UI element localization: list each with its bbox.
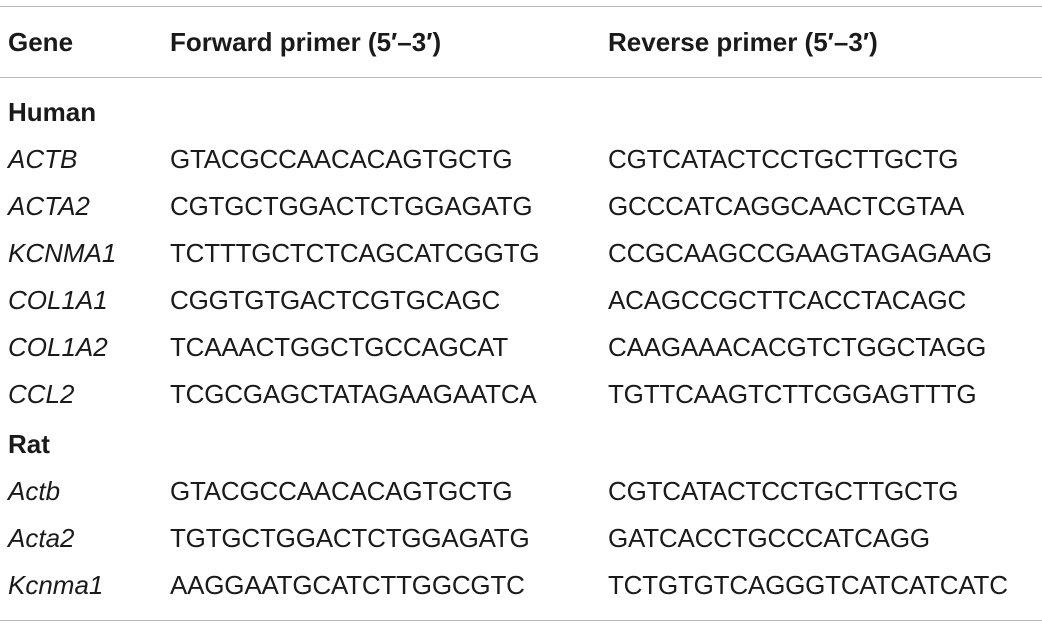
table-bottom-rule	[0, 620, 1042, 621]
table-row: COL1A2 TCAAACTGGCTGCCAGCAT CAAGAAACACGTC…	[0, 327, 1042, 367]
table-row: Kcnma1 AAGGAATGCATCTTGGCGTC TCTGTGTCAGGG…	[0, 565, 1042, 605]
forward-primer: GTACGCCAACACAGTGCTG	[170, 144, 513, 174]
gene-name: COL1A1	[8, 285, 108, 315]
table-row: ACTB GTACGCCAACACAGTGCTG CGTCATACTCCTGCT…	[0, 139, 1042, 179]
forward-primer: AAGGAATGCATCTTGGCGTC	[170, 570, 525, 600]
forward-primer: TCTTTGCTCTCAGCATCGGTG	[170, 238, 540, 268]
gene-name: KCNMA1	[8, 238, 117, 268]
forward-primer: GTACGCCAACACAGTGCTG	[170, 476, 513, 506]
table-header-rule	[0, 77, 1042, 78]
header-forward-primer: Forward primer (5′–3′)	[170, 27, 442, 57]
forward-primer: TCGCGAGCTATAGAAGAATCA	[170, 379, 537, 409]
gene-name: Actb	[8, 476, 61, 506]
header-reverse-primer: Reverse primer (5′–3′)	[608, 27, 878, 57]
reverse-primer: CGTCATACTCCTGCTTGCTG	[608, 144, 959, 174]
reverse-primer: GCCCATCAGGCAACTCGTAA	[608, 191, 965, 221]
table-row: ACTA2 CGTGCTGGACTCTGGAGATG GCCCATCAGGCAA…	[0, 186, 1042, 226]
forward-primer: CGTGCTGGACTCTGGAGATG	[170, 191, 533, 221]
gene-name: ACTB	[8, 144, 78, 174]
table-row: Acta2 TGTGCTGGACTCTGGAGATG GATCACCTGCCCA…	[0, 518, 1042, 558]
reverse-primer: TCTGTGTCAGGGTCATCATCATC	[608, 570, 1008, 600]
section-label: Human	[8, 97, 97, 127]
table-header-row: Gene Forward primer (5′–3′) Reverse prim…	[0, 22, 1042, 62]
section-label: Rat	[8, 429, 50, 459]
gene-name: CCL2	[8, 379, 75, 409]
forward-primer: CGGTGTGACTCGTGCAGC	[170, 285, 501, 315]
reverse-primer: CCGCAAGCCGAAGTAGAGAAG	[608, 238, 992, 268]
gene-name: Acta2	[8, 523, 75, 553]
header-gene: Gene	[8, 27, 74, 57]
table-row: COL1A1 CGGTGTGACTCGTGCAGC ACAGCCGCTTCACC…	[0, 280, 1042, 320]
table-top-rule	[0, 6, 1042, 7]
forward-primer: TCAAACTGGCTGCCAGCAT	[170, 332, 509, 362]
reverse-primer: CGTCATACTCCTGCTTGCTG	[608, 476, 959, 506]
gene-name: COL1A2	[8, 332, 108, 362]
table-row: Actb GTACGCCAACACAGTGCTG CGTCATACTCCTGCT…	[0, 471, 1042, 511]
reverse-primer: GATCACCTGCCCATCAGG	[608, 523, 930, 553]
table-row: KCNMA1 TCTTTGCTCTCAGCATCGGTG CCGCAAGCCGA…	[0, 233, 1042, 273]
forward-primer: TGTGCTGGACTCTGGAGATG	[170, 523, 530, 553]
gene-name: ACTA2	[8, 191, 90, 221]
reverse-primer: CAAGAAACACGTCTGGCTAGG	[608, 332, 987, 362]
gene-name: Kcnma1	[8, 570, 104, 600]
reverse-primer: ACAGCCGCTTCACCTACAGC	[608, 285, 967, 315]
reverse-primer: TGTTCAAGTCTTCGGAGTTTG	[608, 379, 977, 409]
table-row: CCL2 TCGCGAGCTATAGAAGAATCA TGTTCAAGTCTTC…	[0, 374, 1042, 414]
section-row-human: Human	[0, 92, 1042, 132]
section-row-rat: Rat	[0, 424, 1042, 464]
